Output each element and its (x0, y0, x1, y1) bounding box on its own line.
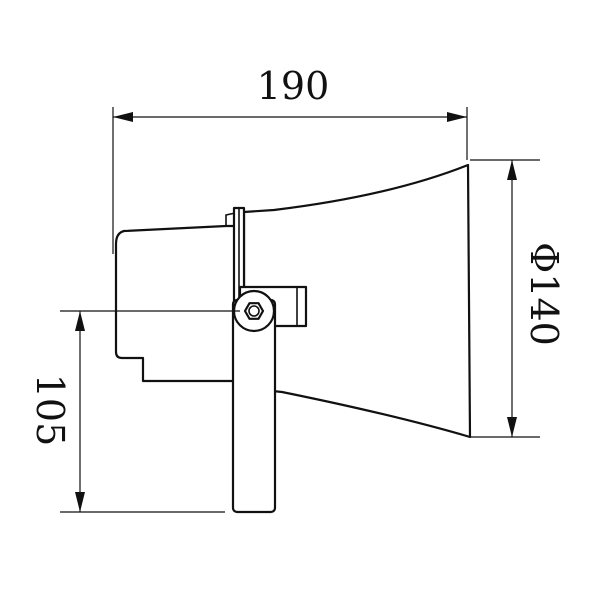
diameter-arrow-bottom (507, 417, 517, 437)
horn-bell (242, 163, 472, 439)
pivot-bolt-center (248, 305, 260, 317)
mount-arrow-top (75, 311, 85, 331)
mount-height-label: 105 (28, 374, 72, 447)
length-arrow-left (113, 112, 133, 122)
dimension-length: 190 (112, 64, 468, 254)
dimension-diameter: Φ140 (470, 159, 566, 438)
driver-housing (114, 224, 242, 383)
length-label: 190 (257, 64, 330, 108)
horn-speaker (114, 163, 472, 514)
length-arrow-right (447, 112, 467, 122)
pivot-nut (243, 302, 265, 320)
diameter-label: Φ140 (522, 242, 566, 346)
dimension-mount-height: 105 (28, 310, 240, 513)
diameter-arrow-top (507, 160, 517, 180)
mount-arrow-bottom (75, 492, 85, 512)
